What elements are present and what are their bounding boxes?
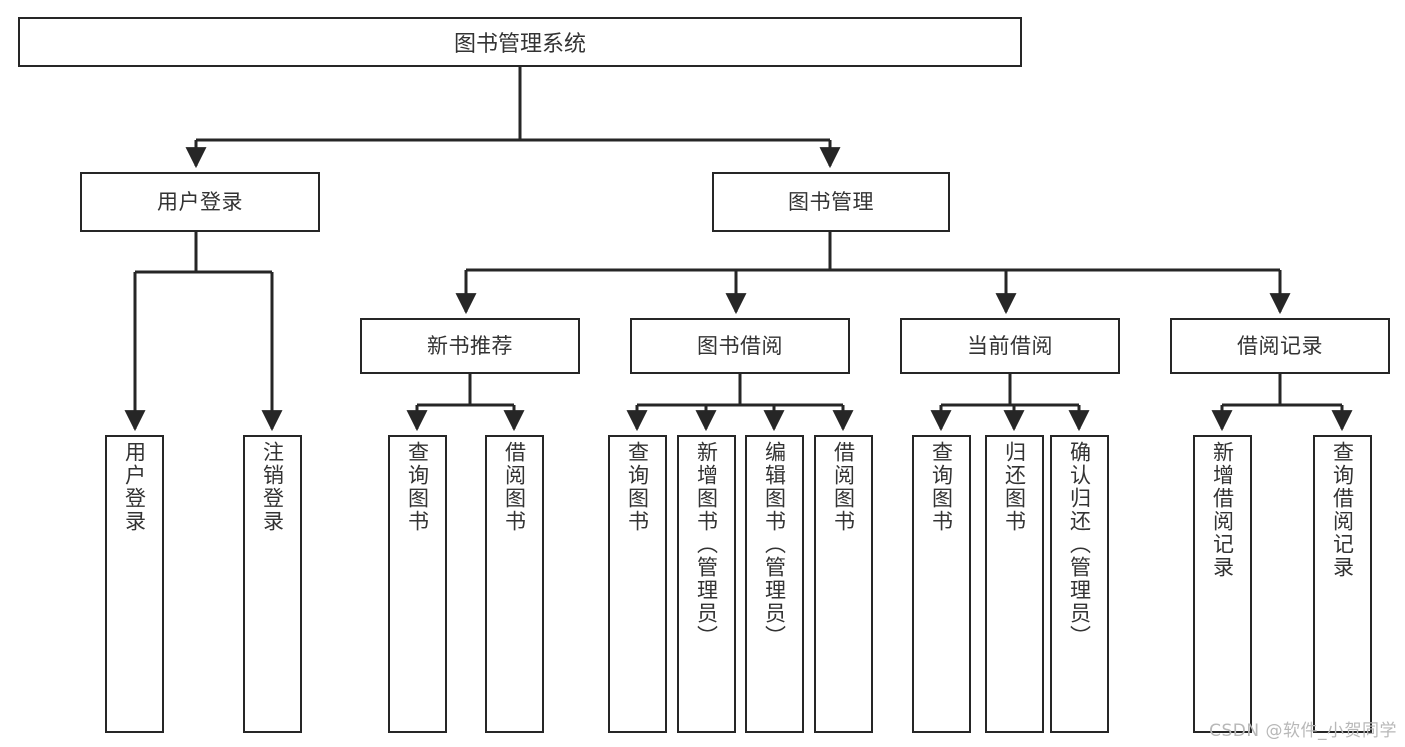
node-label: 归还图书	[1002, 441, 1027, 533]
node-leaf-query-book-2[interactable]: 查询图书	[608, 435, 667, 733]
node-leaf-query-book-3[interactable]: 查询图书	[912, 435, 971, 733]
node-leaf-add-book[interactable]: 新增图书（管理员）	[677, 435, 736, 733]
node-current-borrow[interactable]: 当前借阅	[900, 318, 1120, 374]
node-label: 确认归还（管理员）	[1067, 441, 1092, 648]
node-leaf-query-book-1[interactable]: 查询图书	[388, 435, 447, 733]
node-label: 注销登录	[260, 441, 285, 533]
node-book-manage[interactable]: 图书管理	[712, 172, 950, 232]
node-new-book-recommend[interactable]: 新书推荐	[360, 318, 580, 374]
node-label: 借阅图书	[831, 441, 856, 533]
node-label: 图书借阅	[697, 333, 783, 358]
node-label: 借阅图书	[502, 441, 527, 533]
node-book-borrow[interactable]: 图书借阅	[630, 318, 850, 374]
node-label: 用户登录	[122, 441, 147, 533]
node-user-login[interactable]: 用户登录	[80, 172, 320, 232]
node-label: 图书管理系统	[453, 32, 586, 57]
watermark-text: CSDN @软件_小贺同学	[1209, 721, 1397, 741]
node-leaf-edit-book[interactable]: 编辑图书（管理员）	[745, 435, 804, 733]
node-borrow-record[interactable]: 借阅记录	[1170, 318, 1390, 374]
node-leaf-borrow-book-1[interactable]: 借阅图书	[485, 435, 544, 733]
node-label: 用户登录	[157, 189, 243, 214]
node-leaf-confirm-return[interactable]: 确认归还（管理员）	[1050, 435, 1109, 733]
node-label: 借阅记录	[1237, 333, 1323, 358]
node-label: 查询图书	[625, 441, 650, 533]
node-leaf-user-login[interactable]: 用户登录	[105, 435, 164, 733]
node-label: 新书推荐	[427, 333, 513, 358]
node-label: 新增借阅记录	[1210, 441, 1235, 579]
node-leaf-logout[interactable]: 注销登录	[243, 435, 302, 733]
node-label: 查询借阅记录	[1330, 441, 1355, 579]
node-root-system[interactable]: 图书管理系统	[18, 17, 1022, 67]
node-label: 新增图书（管理员）	[694, 441, 719, 648]
node-leaf-borrow-book-2[interactable]: 借阅图书	[814, 435, 873, 733]
node-leaf-query-record[interactable]: 查询借阅记录	[1313, 435, 1372, 733]
node-leaf-return-book[interactable]: 归还图书	[985, 435, 1044, 733]
node-label: 查询图书	[405, 441, 430, 533]
node-label: 当前借阅	[967, 333, 1053, 358]
node-label: 编辑图书（管理员）	[762, 441, 787, 648]
node-label: 图书管理	[788, 189, 874, 214]
node-label: 查询图书	[929, 441, 954, 533]
node-leaf-add-record[interactable]: 新增借阅记录	[1193, 435, 1252, 733]
